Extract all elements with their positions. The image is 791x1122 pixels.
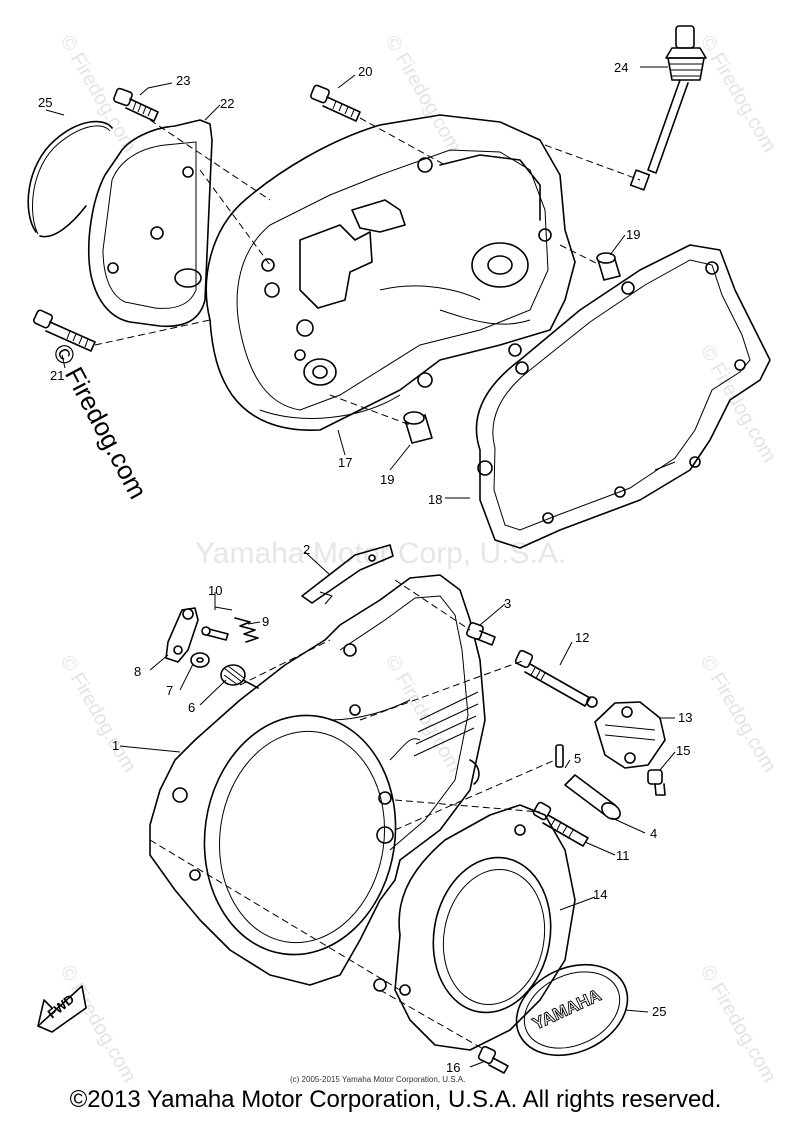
part-screw-15 bbox=[647, 769, 666, 796]
watermark-firedog: © Firedog.com bbox=[696, 962, 781, 1087]
callout-25-bottom: 25 bbox=[652, 1004, 666, 1019]
part-spring-9 bbox=[234, 617, 259, 643]
callout-12: 12 bbox=[575, 630, 589, 645]
watermark-yamaha: Yamaha Motor Corp, U.S.A. bbox=[195, 537, 566, 570]
part-bolt-12 bbox=[514, 649, 598, 708]
callout-14: 14 bbox=[593, 887, 607, 902]
watermark-layer: © Firedog.com © Firedog.com © Firedog.co… bbox=[47, 32, 781, 1087]
callout-13: 13 bbox=[678, 710, 692, 725]
callout-labels: 25 23 22 20 24 19 21 17 19 18 2 3 12 13 … bbox=[38, 60, 692, 1075]
callout-24: 24 bbox=[614, 60, 628, 75]
part-dipstick-24 bbox=[629, 25, 707, 191]
assembly-lines-lower bbox=[149, 579, 556, 1051]
callout-9: 9 bbox=[262, 614, 269, 629]
emblem-text: YAMAHA bbox=[530, 986, 604, 1034]
part-shaft-4 bbox=[564, 774, 621, 820]
part-cover-14 bbox=[394, 804, 576, 1051]
callout-15: 15 bbox=[676, 743, 690, 758]
part-dowel-19-upper bbox=[596, 252, 621, 281]
assembly-lines-upper bbox=[94, 117, 641, 426]
callout-1: 1 bbox=[112, 738, 119, 753]
callout-8: 8 bbox=[134, 664, 141, 679]
watermark-firedog-dark: © Firedog.com bbox=[47, 339, 154, 504]
fwd-arrow: FWD bbox=[37, 985, 87, 1033]
part-screw-16 bbox=[477, 1045, 509, 1074]
callout-10: 10 bbox=[208, 583, 222, 598]
part-bolt-11 bbox=[532, 801, 589, 847]
part-lever-8 bbox=[165, 607, 199, 663]
callout-19-upper: 19 bbox=[626, 227, 640, 242]
callout-2: 2 bbox=[303, 542, 310, 557]
callout-7: 7 bbox=[166, 683, 173, 698]
part-pin-5 bbox=[555, 744, 564, 768]
watermark-firedog: © Firedog.com bbox=[56, 962, 141, 1087]
callout-23: 23 bbox=[176, 73, 190, 88]
part-clip-2 bbox=[301, 544, 394, 605]
watermark-firedog: © Firedog.com bbox=[696, 652, 781, 777]
part-cover-plate-22 bbox=[87, 119, 213, 328]
part-bolt-23 bbox=[113, 87, 159, 122]
callout-3: 3 bbox=[504, 596, 511, 611]
part-bolt-21 bbox=[32, 309, 96, 352]
part-emblem-25: YAMAHA bbox=[515, 963, 629, 1057]
watermark-firedog: © Firedog.com bbox=[381, 652, 466, 777]
part-bolt-20 bbox=[310, 84, 361, 122]
callout-20: 20 bbox=[358, 64, 372, 79]
part-plate-13 bbox=[594, 701, 666, 769]
callout-11: 11 bbox=[616, 848, 630, 863]
part-washer-7 bbox=[190, 652, 210, 668]
small-copyright: (c) 2005-2015 Yamaha Motor Corporation, … bbox=[290, 1075, 465, 1084]
callout-21: 21 bbox=[50, 368, 64, 383]
callout-25-top: 25 bbox=[38, 95, 52, 110]
part-gasket-18 bbox=[475, 244, 771, 549]
part-crankcase-cover-17 bbox=[205, 114, 576, 431]
callout-5: 5 bbox=[574, 751, 581, 766]
callout-18: 18 bbox=[428, 492, 442, 507]
part-pin-10 bbox=[201, 626, 229, 641]
leader-lines bbox=[45, 66, 676, 1068]
watermark-firedog: © Firedog.com bbox=[696, 32, 781, 157]
callout-4: 4 bbox=[650, 826, 657, 841]
part-o-ring-25 bbox=[27, 120, 113, 238]
part-dowel-19-lower bbox=[403, 411, 433, 444]
part-clutch-cover-1 bbox=[149, 574, 486, 992]
watermark-firedog: © Firedog.com bbox=[381, 32, 466, 157]
callout-22: 22 bbox=[220, 96, 234, 111]
callout-19-lower: 19 bbox=[380, 472, 394, 487]
callout-6: 6 bbox=[188, 700, 195, 715]
callout-17: 17 bbox=[338, 455, 352, 470]
part-screw-3 bbox=[466, 622, 496, 646]
callout-16: 16 bbox=[446, 1060, 460, 1075]
part-adjuster-6 bbox=[220, 664, 259, 689]
footer-copyright: ©2013 Yamaha Motor Corporation, U.S.A. A… bbox=[69, 1086, 722, 1113]
watermark-firedog: © Firedog.com bbox=[56, 652, 141, 777]
